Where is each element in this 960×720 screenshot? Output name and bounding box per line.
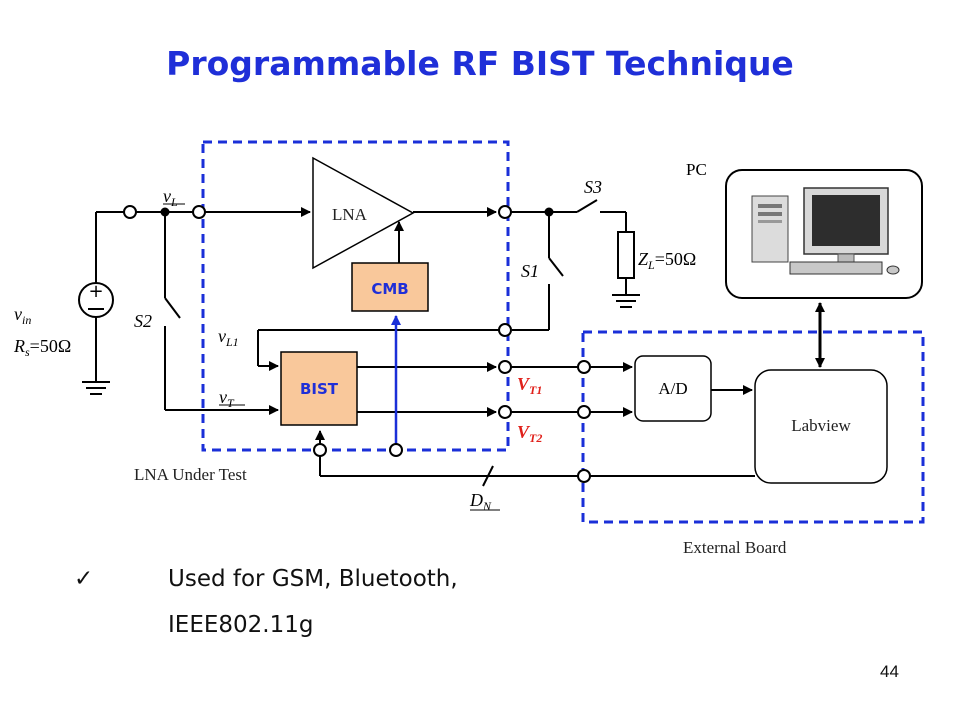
dn-bus-pin: [577, 469, 591, 483]
labview-block: [754, 369, 888, 484]
switch-s1: [548, 257, 564, 277]
dn-bus-slash: [482, 465, 494, 487]
input-terminal: [123, 205, 137, 219]
lna-under-test-boundary: [201, 140, 510, 452]
labview-label: Labview: [791, 416, 851, 435]
bist-label: BIST: [300, 380, 339, 398]
s3-label: S3: [584, 177, 602, 197]
vt-label: vT: [219, 387, 235, 410]
vt2-label: VT2: [517, 422, 542, 445]
checkmark-icon: ✓: [74, 566, 94, 592]
cmb-label: CMB: [371, 280, 408, 298]
switch-s2: [164, 297, 181, 319]
ground-symbol-load: [612, 294, 640, 308]
vin-label: vin: [14, 304, 31, 327]
vt2-pin: [498, 405, 512, 419]
lna-block: [312, 156, 415, 270]
bist-control-pin: [313, 443, 327, 457]
s1-label: S1: [521, 261, 539, 281]
bist-block: [280, 351, 358, 426]
ground-symbol-source: [82, 381, 110, 395]
cmb-control-pin: [389, 443, 403, 457]
ad-converter-block: [634, 355, 712, 422]
dn-label: DN: [469, 490, 492, 513]
ad-input-pin-2: [577, 405, 591, 419]
ad-input-pin-1: [577, 360, 591, 374]
rf-bist-diagram: +: [13, 140, 925, 557]
s2-label: S2: [134, 311, 152, 331]
vl1-label: vL1: [218, 326, 239, 349]
switch-s3: [576, 199, 598, 213]
cmb-block: [351, 262, 429, 312]
lna-output-pin: [498, 205, 512, 219]
external-board-label: External Board: [683, 538, 787, 557]
bullet-text-line2: IEEE802.11g: [168, 612, 314, 638]
lna-label: LNA: [332, 205, 368, 224]
vt1-pin: [498, 360, 512, 374]
rs-label: Rs=50Ω: [13, 336, 71, 359]
vl1-return-pin: [498, 323, 512, 337]
page-number: 44: [880, 662, 899, 681]
external-board-boundary: [581, 330, 925, 524]
bullet-text-line1: Used for GSM, Bluetooth,: [168, 566, 458, 592]
voltage-source: +: [78, 212, 114, 382]
lna-input-pin: [192, 205, 206, 219]
ad-label: A/D: [658, 379, 687, 398]
pc-label: PC: [686, 160, 707, 179]
slide-title: Programmable RF BIST Technique: [166, 44, 794, 83]
bullet-item: ✓ Used for GSM, Bluetooth,: [74, 566, 458, 592]
svg-text:+: +: [88, 281, 103, 302]
vt1-label: VT1: [517, 374, 542, 397]
load-resistor: [617, 231, 635, 279]
lna-under-test-label: LNA Under Test: [134, 465, 247, 484]
pc-icon: [725, 169, 923, 299]
vl-label: vL: [163, 186, 178, 209]
zl-label: ZL=50Ω: [638, 249, 696, 272]
